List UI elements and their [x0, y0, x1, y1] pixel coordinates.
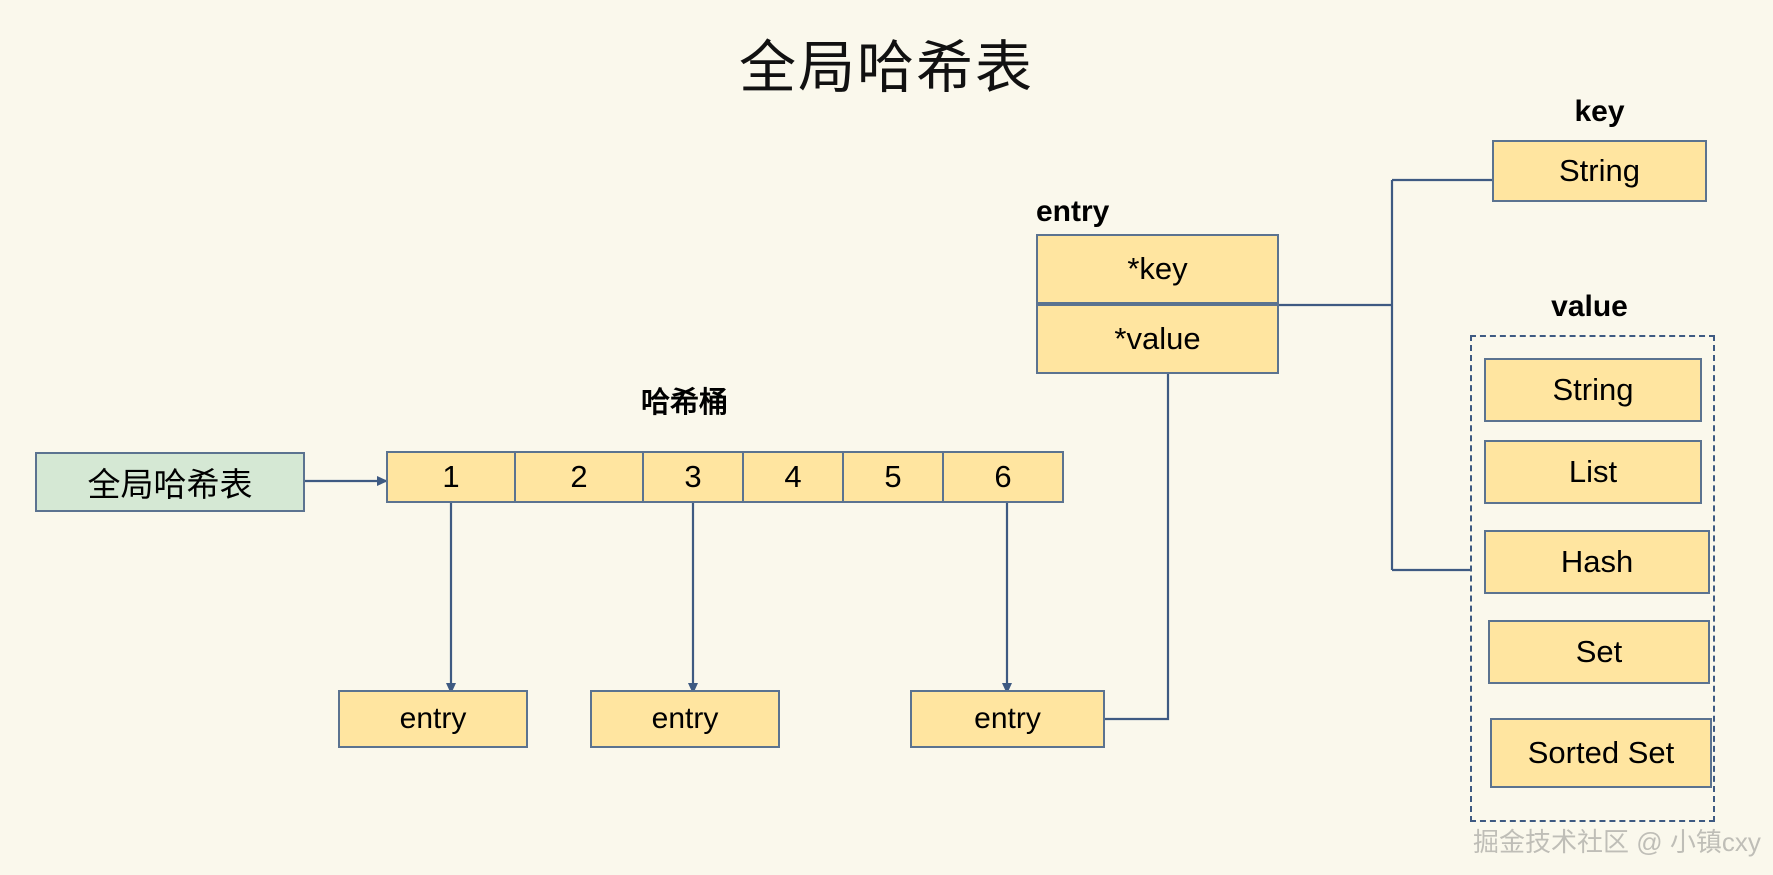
value-type-string-box[interactable]: String	[1484, 358, 1702, 422]
bucket-caption: 哈希桶	[641, 387, 729, 419]
entry-box-3[interactable]: entry	[910, 690, 1105, 748]
entry-box-1[interactable]: entry	[338, 690, 528, 748]
bucket-cell-2[interactable]: 2	[514, 451, 644, 503]
wire-entry3-to-entrydetail	[1105, 363, 1170, 721]
bucket-cell-6[interactable]: 6	[942, 451, 1064, 503]
entry-detail-caption: entry	[1036, 195, 1110, 228]
key-group-caption: key	[1574, 95, 1625, 128]
value-type-set-box[interactable]: Set	[1488, 620, 1710, 684]
bucket-cell-5[interactable]: 5	[842, 451, 944, 503]
entry-detail-value-row[interactable]: *value	[1036, 304, 1279, 374]
value-group-container	[1470, 335, 1715, 822]
global-hash-table-label: 全局哈希表	[87, 466, 253, 503]
entry-detail-key-row[interactable]: *key	[1036, 234, 1279, 304]
page-title: 全局哈希表	[739, 36, 1034, 100]
key-type-string-box[interactable]: String	[1492, 140, 1707, 202]
entry-box-2[interactable]: entry	[590, 690, 780, 748]
watermark-text: 掘金技术社区 @ 小镇cxy	[1473, 827, 1761, 857]
bucket-cell-1[interactable]: 1	[386, 451, 516, 503]
value-group-caption: value	[1551, 290, 1628, 323]
bucket-cell-4[interactable]: 4	[742, 451, 844, 503]
value-type-hash-box[interactable]: Hash	[1484, 530, 1710, 594]
value-type-sorted-set-box[interactable]: Sorted Set	[1490, 718, 1712, 788]
global-hash-table-box[interactable]: 全局哈希表	[35, 452, 305, 512]
value-type-list-box[interactable]: List	[1484, 440, 1702, 504]
bucket-cell-3[interactable]: 3	[642, 451, 744, 503]
